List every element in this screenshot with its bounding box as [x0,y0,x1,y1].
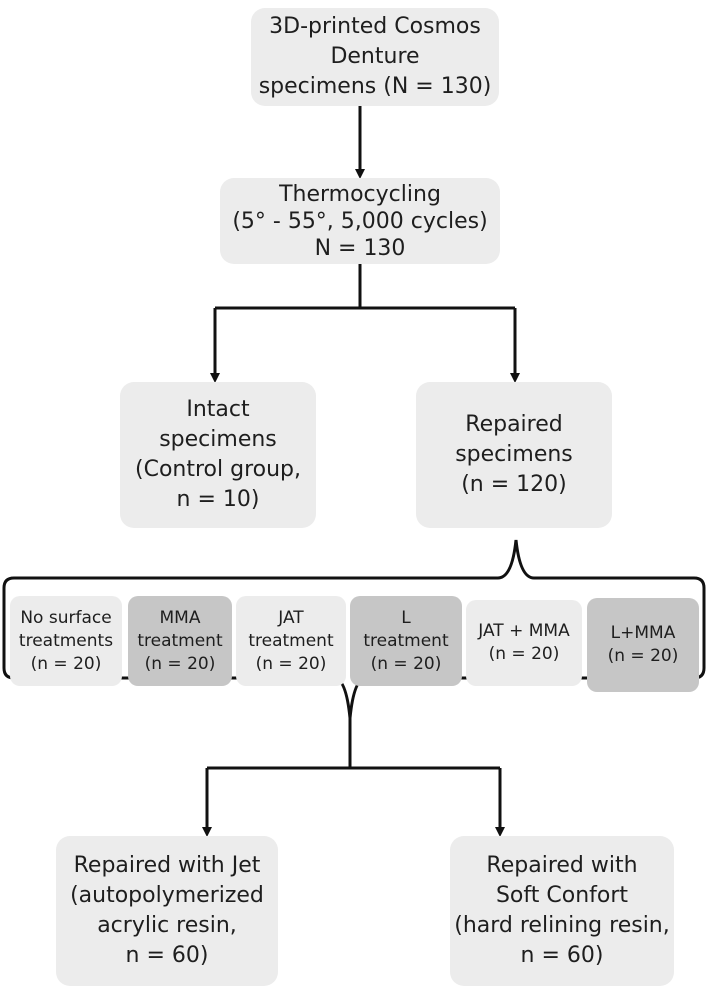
treatment-l: L treatment (n = 20) [350,596,462,686]
node-repaired-line1: Repaired [465,412,563,437]
top-brace [2,539,706,625]
treatment-mma-line1: MMA [159,607,201,628]
node-repaired-soft-confort-line2: Soft Confort [495,883,629,908]
treatment-jat-line2: treatment [248,630,334,651]
node-thermocycling-line3: N = 130 [314,235,406,261]
treatment-none: No surface treatments (n = 20) [10,596,122,686]
treatment-l-mma-line2: (n = 20) [607,646,679,666]
node-repaired-jet-line3: acrylic resin, [97,913,237,938]
treatment-l-line3: (n = 20) [370,653,442,674]
node-repaired: Repaired specimens (n = 120) [416,382,612,528]
node-repaired-soft-confort-line4: n = 60) [520,943,604,968]
node-intact-line1: Intact [186,397,250,422]
node-repaired-soft-confort-line3: (hard relining resin, [454,913,670,938]
treatment-jat-mma-line1: JAT + MMA [478,621,570,641]
node-intact-line4: n = 10) [176,487,260,512]
node-specimens-line2: specimens (N = 130) [258,74,492,99]
node-repaired-line3: (n = 120) [461,472,567,497]
treatment-none-line2: treatments [18,630,114,651]
treatment-jat-mma: JAT + MMA (n = 20) [466,600,582,686]
treatment-jat-line1: JAT [278,607,304,628]
treatment-jat: JAT treatment (n = 20) [236,596,346,686]
treatment-mma-line2: treatment [137,630,223,651]
node-thermocycling-line2: (5° - 55°, 5,000 cycles) [232,208,488,234]
node-intact-line2: specimens [159,427,277,452]
node-specimens-line1: 3D-printed Cosmos Denture [269,14,481,69]
treatment-l-line2: treatment [363,630,449,651]
node-repaired-jet-line4: n = 60) [125,943,209,968]
node-repaired-line2: specimens [455,442,573,467]
treatment-mma-line3: (n = 20) [144,653,216,674]
treatment-jat-mma-line2: (n = 20) [488,644,560,664]
node-intact-line3: (Control group, [135,457,301,482]
treatment-l-mma-line1: L+MMA [610,623,676,643]
node-repaired-jet-line1: Repaired with Jet [73,853,261,878]
node-repaired-jet-line2: (autopolymerized [70,883,264,908]
node-repaired-jet: Repaired with Jet (autopolymerized acryl… [56,836,278,986]
node-thermocycling: Thermocycling (5° - 55°, 5,000 cycles) N… [220,178,500,264]
treatment-l-line1: L [401,607,411,628]
node-repaired-soft-confort: Repaired with Soft Confort (hard relinin… [450,836,674,986]
treatment-none-line3: (n = 20) [30,653,102,674]
node-repaired-soft-confort-line1: Repaired with [486,853,638,878]
node-intact: Intact specimens (Control group, n = 10) [120,382,316,528]
treatment-jat-line3: (n = 20) [255,653,327,674]
node-specimens: 3D-printed Cosmos Denture specimens (N =… [251,8,499,106]
treatment-l-mma: L+MMA (n = 20) [587,598,699,692]
treatment-none-line1: No surface [20,607,112,628]
treatment-mma: MMA treatment (n = 20) [128,596,232,686]
node-thermocycling-line1: Thermocycling [279,181,441,207]
